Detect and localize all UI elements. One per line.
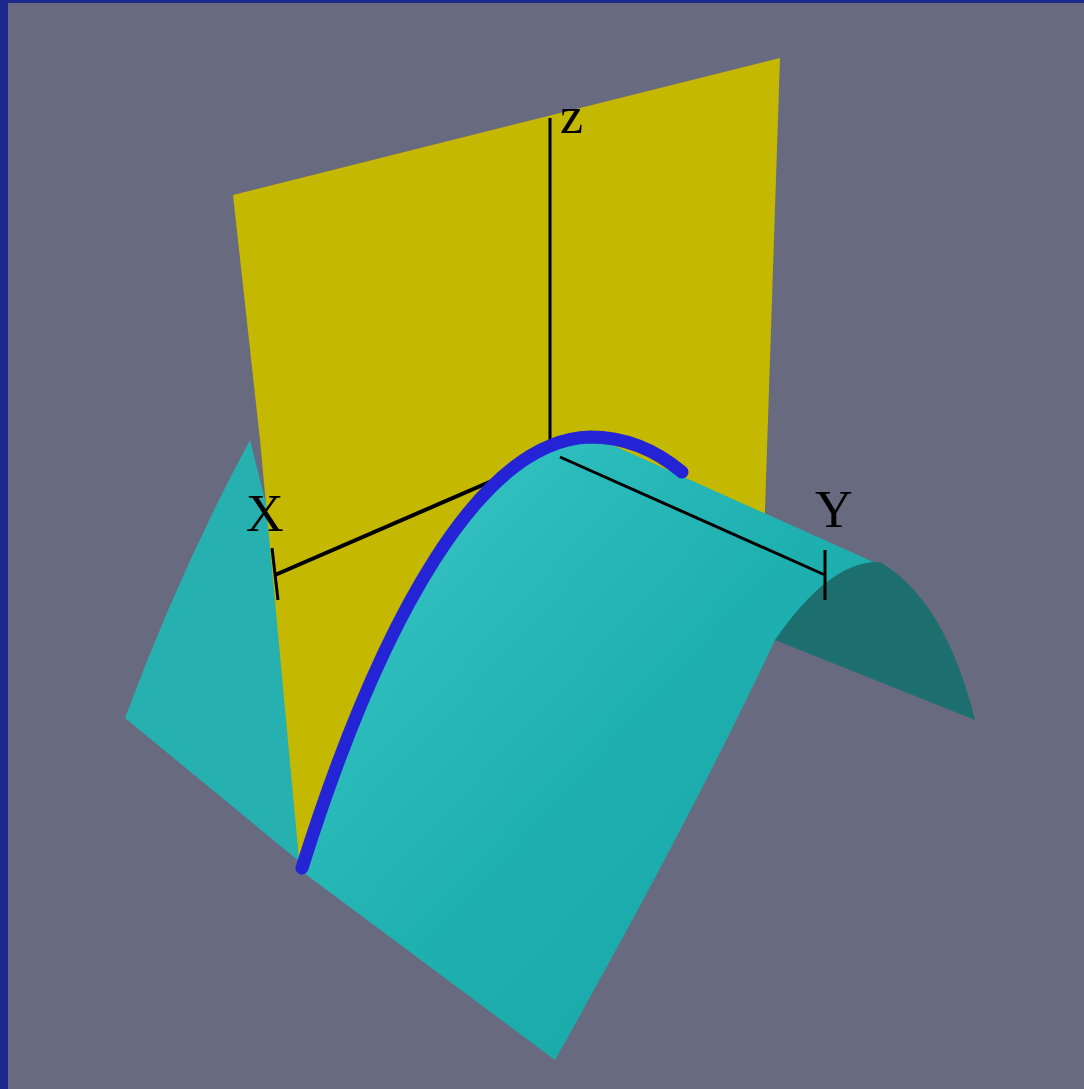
y-axis — [560, 457, 825, 575]
frame-edge — [0, 0, 8, 1089]
frame-edge — [0, 0, 1084, 3]
y-axis-label: Y — [815, 484, 853, 536]
surface-back-part — [125, 440, 300, 862]
z-axis-label: z — [560, 90, 583, 142]
parabolic-surface — [300, 435, 880, 1060]
z-axis — [549, 118, 552, 455]
surface-end-cap — [775, 562, 975, 720]
axis-tick — [272, 548, 278, 600]
intersection-curve — [302, 437, 682, 868]
axis-tick — [824, 550, 827, 600]
x-axis-label: X — [246, 488, 284, 540]
